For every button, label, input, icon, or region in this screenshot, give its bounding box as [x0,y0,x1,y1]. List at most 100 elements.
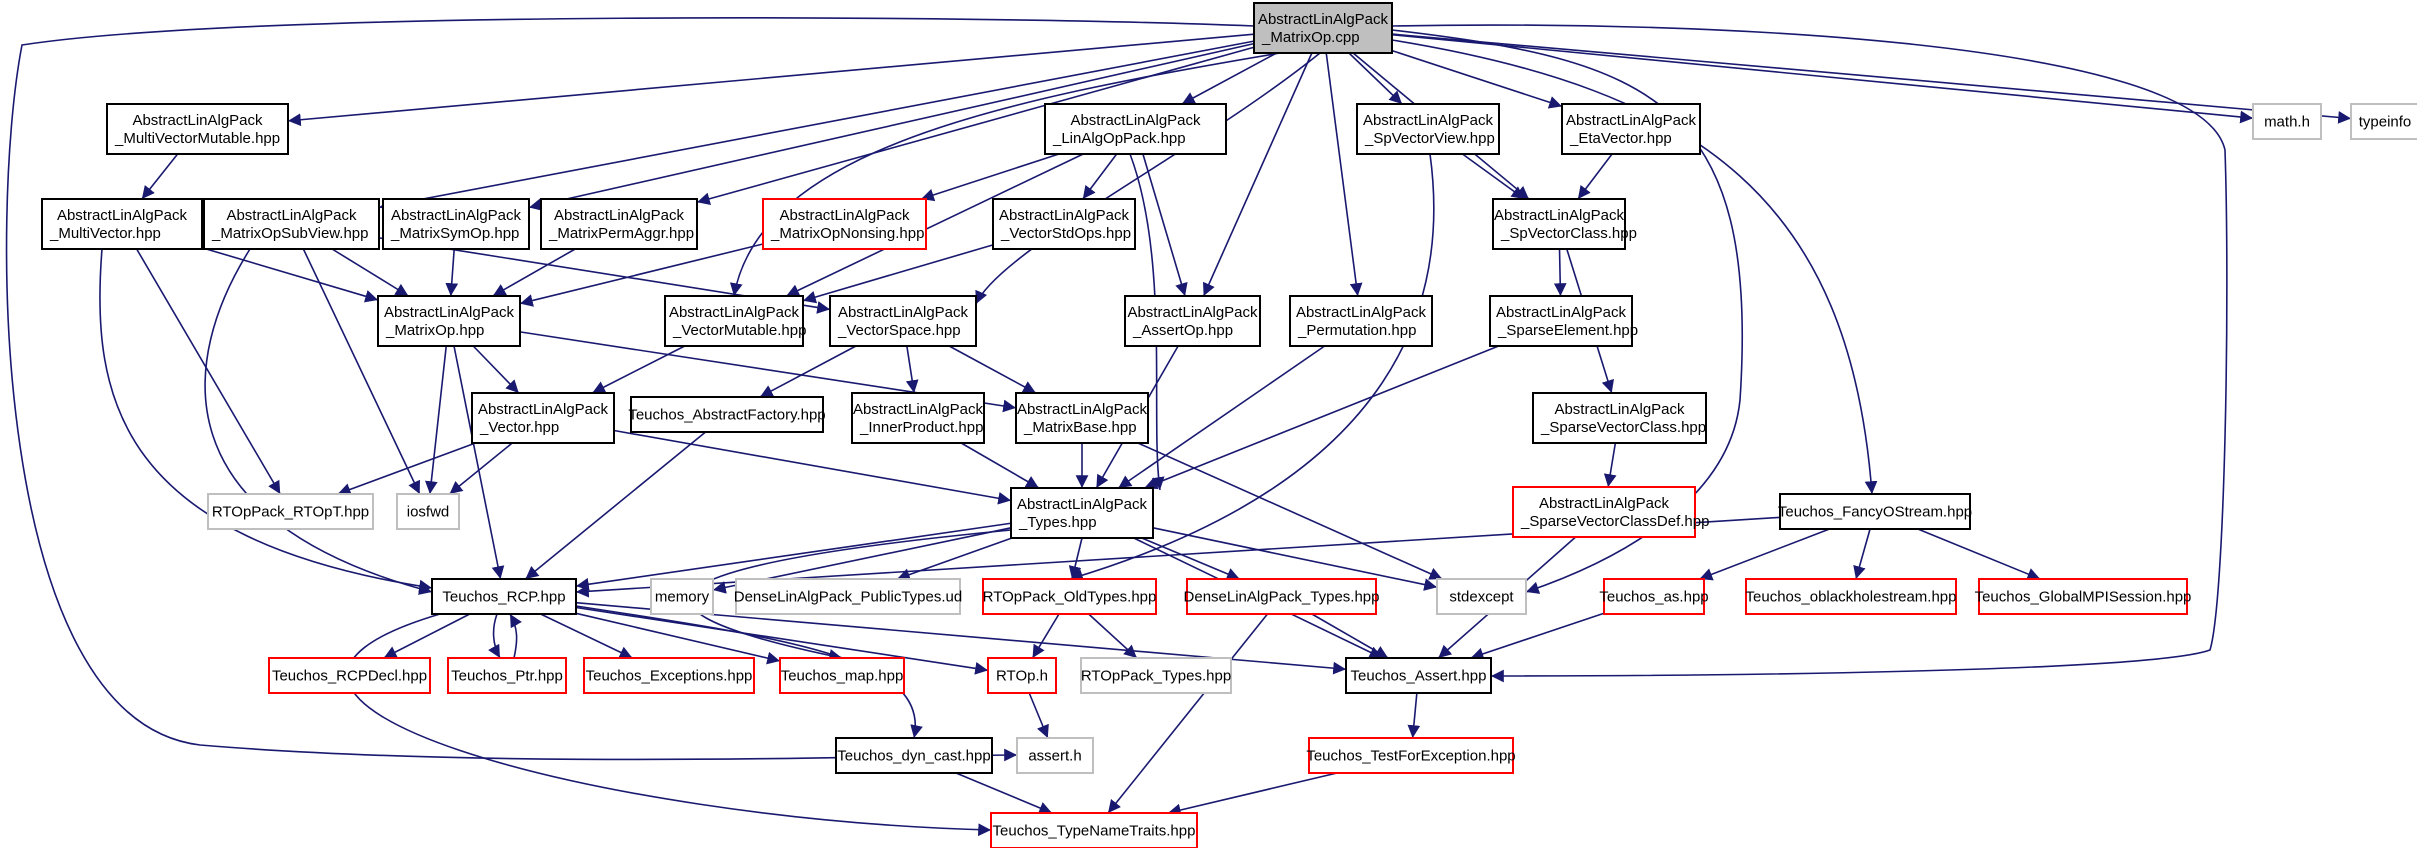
file-node-vso[interactable]: AbstractLinAlgPack_VectorStdOps.hpp [992,198,1136,250]
file-node-vs[interactable]: AbstractLinAlgPack_VectorSpace.hpp [829,295,977,347]
file-node-eta[interactable]: AbstractLinAlgPack_EtaVector.hpp [1561,103,1701,155]
edge-tas-to-tassert [1470,612,1605,660]
edge-root-to-tfos [1391,39,1878,495]
file-node-dlat[interactable]: DenseLinAlgPack_Types.hpp [1184,578,1380,615]
edge-lao-to-vso [1082,153,1118,200]
file-node-svcd[interactable]: AbstractLinAlgPack_SparseVectorClassDef.… [1512,486,1709,538]
file-node-dyncast[interactable]: Teuchos_dyn_cast.hpp [835,737,993,774]
node-label-line: _MatrixOpSubView.hpp [211,225,368,242]
node-box [630,396,824,433]
node-label-line: Teuchos_oblackholestream.hpp [1746,589,1957,606]
edge-mop-to-rcp [453,345,505,580]
file-node-rtoph[interactable]: RTOp.h [987,657,1057,694]
node-label-line: memory [655,589,710,606]
edge-rcp-to-ttnt [346,613,992,837]
node-label-line: AbstractLinAlgPack [1296,304,1427,321]
node-box [106,103,289,155]
edge-spvv-to-rtopold [1069,153,1435,582]
file-node-exc[interactable]: Teuchos_Exceptions.hpp [583,657,755,694]
file-node-rcpdecl[interactable]: Teuchos_RCPDecl.hpp [268,657,431,694]
file-node-svc[interactable]: AbstractLinAlgPack_SparseVectorClass.hpp [1532,392,1707,444]
file-node-vec[interactable]: AbstractLinAlgPack_Vector.hpp [471,392,615,444]
node-box [1010,487,1154,539]
file-node-stdexcept[interactable]: stdexcept [1436,578,1527,615]
file-node-vm[interactable]: AbstractLinAlgPack_VectorMutable.hpp [664,295,806,347]
node-label-line: Teuchos_dyn_cast.hpp [837,748,990,765]
file-node-asserth[interactable]: assert.h [1016,737,1094,774]
node-label-line: stdexcept [1449,589,1514,606]
file-node-types[interactable]: AbstractLinAlgPack_Types.hpp [1010,487,1154,539]
file-node-typeinfo[interactable]: typeinfo [2350,103,2417,140]
file-node-mosv[interactable]: AbstractLinAlgPack_MatrixOpSubView.hpp [203,198,380,250]
node-box [1489,295,1633,347]
file-node-spvv[interactable]: AbstractLinAlgPack_SpVectorView.hpp [1356,103,1500,155]
file-node-mvm[interactable]: AbstractLinAlgPack_MultiVectorMutable.hp… [106,103,289,155]
file-nodes: AbstractLinAlgPack_MatrixOp.cppAbstractL… [41,2,2417,848]
file-node-mon[interactable]: AbstractLinAlgPack_MatrixOpNonsing.hpp [762,198,927,250]
node-label-line: _InnerProduct.hpp [859,419,983,436]
node-box [835,737,993,774]
file-node-mso[interactable]: AbstractLinAlgPack_MatrixSymOp.hpp [382,198,530,250]
node-label-line: AbstractLinAlgPack [838,304,969,321]
node-label-line: typeinfo [2359,114,2412,131]
edge-rtoph-to-asserth [1028,692,1049,739]
file-node-tgmpi[interactable]: Teuchos_GlobalMPISession.hpp [1975,578,2192,615]
node-label-line: AbstractLinAlgPack [1070,112,1201,129]
node-box [2350,103,2417,140]
edge-rcp-to-dyncast [575,605,923,739]
file-node-rtoptypes[interactable]: RTOpPack_Types.hpp [1080,657,1232,694]
file-node-mop[interactable]: AbstractLinAlgPack_MatrixOp.hpp [377,295,521,347]
edge-mosv-to-iosfwd [302,248,421,495]
file-node-mpa[interactable]: AbstractLinAlgPack_MatrixPermAggr.hpp [540,198,698,250]
file-node-memory[interactable]: memory [650,578,714,615]
file-node-iosfwd[interactable]: iosfwd [396,493,460,530]
edge-root-to-typeinfo [1391,33,2352,124]
node-box [2252,103,2322,140]
edge-root-to-spvv [1348,52,1403,105]
node-label-line: _VectorMutable.hpp [672,322,806,339]
node-box [779,657,905,694]
file-node-ttnt[interactable]: Teuchos_TypeNameTraits.hpp [990,812,1198,848]
node-label-line: AbstractLinAlgPack [1017,401,1148,418]
file-node-se[interactable]: AbstractLinAlgPack_SparseElement.hpp [1489,295,1638,347]
edge-spvv-to-spvc [1462,153,1525,200]
edge-dyncast-to-ttnt [955,772,1053,814]
file-node-ttfe[interactable]: Teuchos_TestForException.hpp [1306,737,1516,774]
edge-rcp-to-rcpdecl [383,613,471,659]
file-node-ip[interactable]: AbstractLinAlgPack_InnerProduct.hpp [851,392,985,444]
file-node-tas[interactable]: Teuchos_as.hpp [1599,578,1709,615]
file-node-aop[interactable]: AbstractLinAlgPack_AssertOp.hpp [1124,295,1261,347]
node-label-line: DenseLinAlgPack_PublicTypes.ud [734,589,962,606]
edge-vs-to-taf [759,345,857,398]
node-label-line: RTOpPack_RTOpT.hpp [212,504,369,521]
edge-lao-to-mon [920,153,1060,202]
file-node-lao[interactable]: AbstractLinAlgPack_LinAlgOpPack.hpp [1044,103,1227,155]
edge-dlat-to-tassert [1311,613,1389,659]
edge-tfos-to-tobs [1853,528,1871,580]
node-label-line: AbstractLinAlgPack [669,304,800,321]
file-node-perm[interactable]: AbstractLinAlgPack_Permutation.hpp [1289,295,1433,347]
edge-types-to-rcp [575,522,1012,591]
file-node-rcp[interactable]: Teuchos_RCP.hpp [431,578,577,615]
node-box [762,198,927,250]
file-node-mathh[interactable]: math.h [2252,103,2322,140]
file-node-root[interactable]: AbstractLinAlgPack_MatrixOp.cpp [1253,2,1393,54]
node-box [1308,737,1514,774]
file-node-mb[interactable]: AbstractLinAlgPack_MatrixBase.hpp [1015,392,1149,444]
file-node-dlapt[interactable]: DenseLinAlgPack_PublicTypes.ud [734,578,962,615]
node-box [1015,392,1149,444]
edge-mpa-to-mop [492,248,576,297]
file-node-rtopt[interactable]: RTOpPack_RTOpT.hpp [207,493,374,530]
file-node-tobs[interactable]: Teuchos_oblackholestream.hpp [1745,578,1957,615]
file-node-tfos[interactable]: Teuchos_FancyOStream.hpp [1778,493,1972,530]
file-node-tmap[interactable]: Teuchos_map.hpp [779,657,905,694]
file-node-rtopold[interactable]: RTOpPack_OldTypes.hpp [982,578,1157,615]
file-node-ptr[interactable]: Teuchos_Ptr.hpp [447,657,567,694]
file-node-taf[interactable]: Teuchos_AbstractFactory.hpp [628,396,826,433]
file-node-tassert[interactable]: Teuchos_Assert.hpp [1345,657,1492,694]
file-node-mv[interactable]: AbstractLinAlgPack_MultiVector.hpp [41,198,203,250]
file-node-spvc[interactable]: AbstractLinAlgPack_SpVectorClass.hpp [1492,198,1637,250]
node-label-line: _SparseElement.hpp [1497,322,1638,339]
node-box [396,493,460,530]
node-box [1603,578,1705,615]
